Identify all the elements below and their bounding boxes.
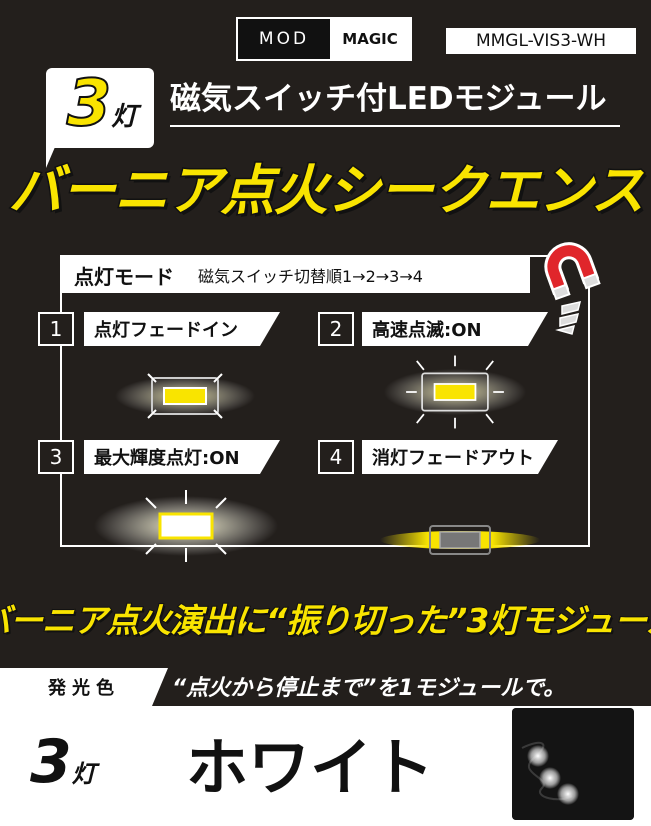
product-code: MMGL-VIS3-WH bbox=[446, 28, 636, 54]
led-blink-icon bbox=[383, 355, 527, 429]
logo-magic: MAGIC bbox=[330, 19, 410, 59]
mode-4-number: 4 bbox=[318, 440, 354, 474]
count-badge-bubble bbox=[46, 68, 154, 148]
headline: バーニア点火シークエンス bbox=[7, 157, 646, 223]
mode-sequence: 磁気スイッチ切替順1→2→3→4 bbox=[198, 267, 423, 286]
mode-1-number: 1 bbox=[38, 312, 74, 346]
tagline: バーニア点火演出に“振り切った”3灯モジュール bbox=[0, 600, 651, 641]
mode-3-number: 3 bbox=[38, 440, 74, 474]
count-badge-number: 3 bbox=[66, 66, 113, 142]
mode-2-number: 2 bbox=[318, 312, 354, 346]
emission-description: “点火から停止まで”を1モジュールで。 bbox=[172, 676, 566, 701]
led-max-brightness-icon bbox=[94, 490, 278, 562]
count-badge-unit: 灯 bbox=[111, 102, 138, 132]
light-count: 3 灯 bbox=[30, 712, 150, 812]
mode-1-label: 点灯フェードイン bbox=[84, 312, 280, 346]
count-badge: 3 灯 bbox=[52, 62, 152, 146]
mode-panel bbox=[60, 255, 590, 547]
brand-logo: MOD MAGIC bbox=[236, 17, 412, 61]
light-count-unit: 灯 bbox=[71, 760, 96, 788]
mode-3-label: 最大輝度点灯:ON bbox=[84, 440, 280, 474]
product-subtitle: 磁気スイッチ付LEDモジュール bbox=[170, 80, 607, 117]
magnet-icon bbox=[544, 242, 601, 335]
light-count-number: 3 bbox=[30, 727, 72, 797]
mode-4-label: 消灯フェードアウト bbox=[362, 440, 558, 474]
led-fade-out-icon bbox=[380, 525, 540, 555]
mode-header: 点灯モード 磁気スイッチ切替順1→2→3→4 bbox=[60, 257, 530, 293]
mode-2-label: 高速点滅:ON bbox=[362, 312, 548, 346]
count-badge-tail bbox=[46, 140, 58, 168]
color-name: ホワイト bbox=[186, 731, 435, 804]
emission-color-label: 発光色 bbox=[0, 668, 168, 706]
mode-title: 点灯モード bbox=[74, 264, 174, 289]
subtitle-divider bbox=[170, 125, 620, 127]
led-fade-in-icon bbox=[115, 373, 255, 419]
product-photo bbox=[512, 708, 634, 820]
logo-mod: MOD bbox=[238, 19, 330, 59]
